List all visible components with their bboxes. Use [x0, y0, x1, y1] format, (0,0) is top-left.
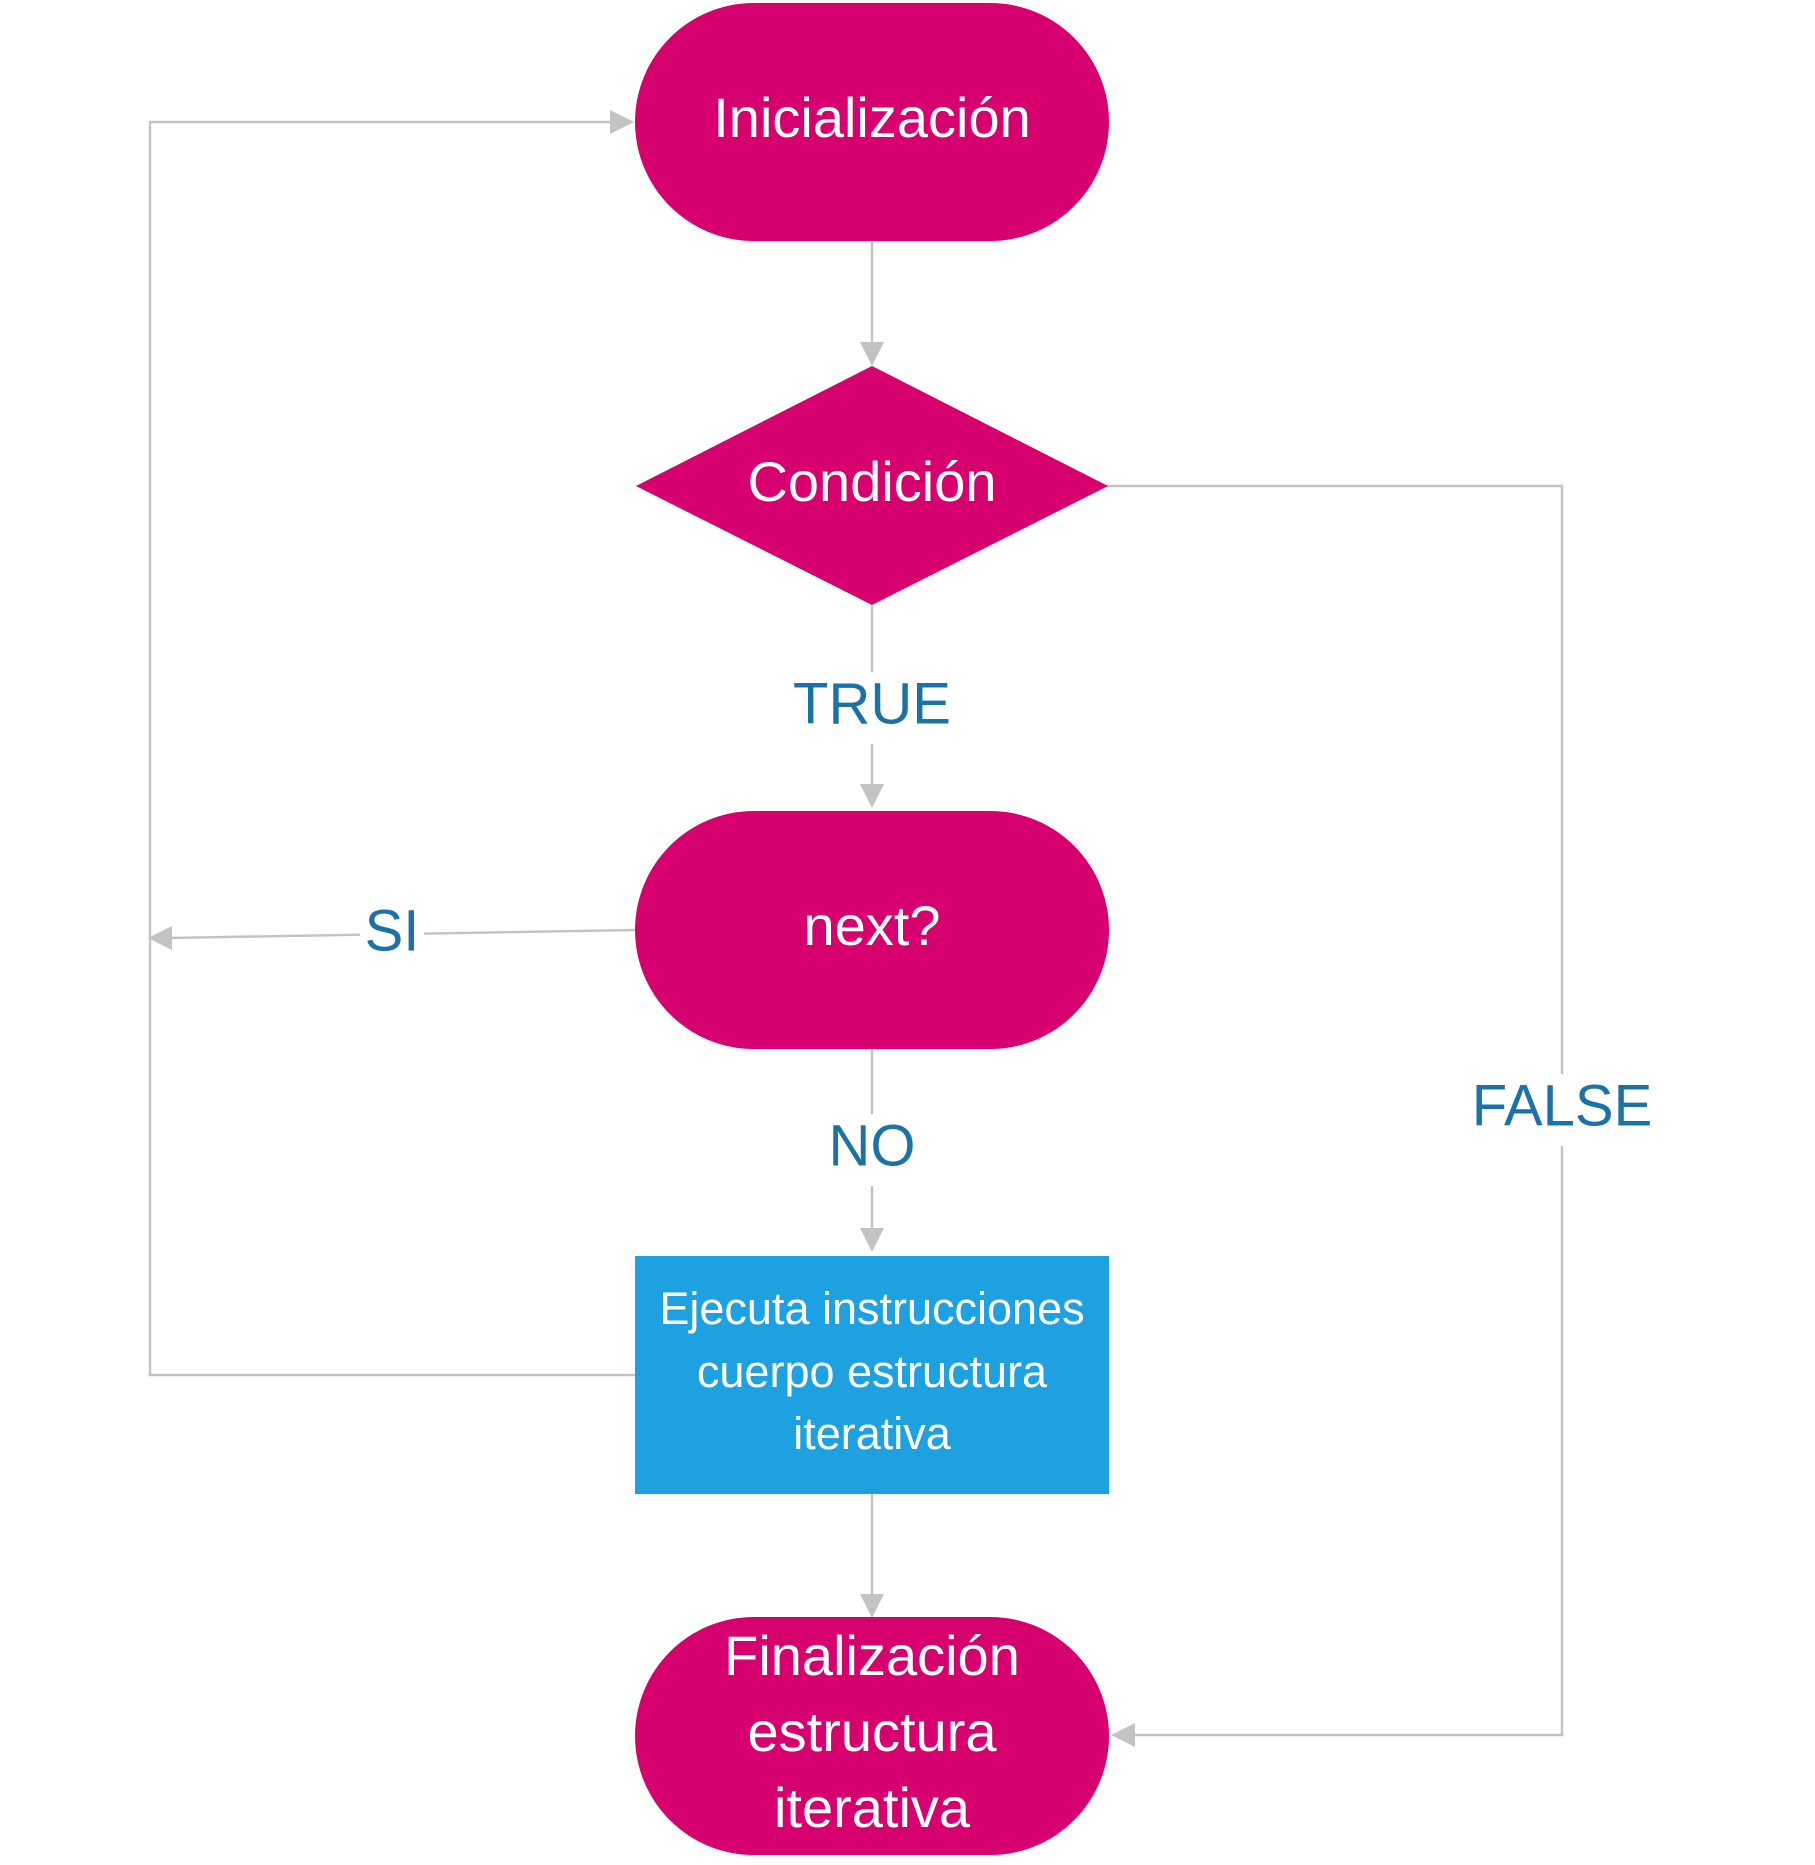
edge-label-false-group: FALSE — [1468, 1073, 1656, 1146]
node-next: next? — [635, 811, 1109, 1049]
node-next-label: next? — [804, 894, 941, 957]
edge-label-si: SI — [365, 898, 420, 963]
node-inicializacion-label: Inicialización — [713, 86, 1031, 149]
edge-label-true: TRUE — [793, 671, 951, 736]
edge-label-no: NO — [829, 1113, 916, 1178]
connector-body-to-end — [860, 1494, 884, 1618]
node-finalizacion: Finalización estructura iterativa — [635, 1617, 1109, 1855]
connector-init-to-condition — [860, 242, 884, 366]
node-ejecuta-line-3: iterativa — [793, 1408, 952, 1459]
node-ejecuta-line-2: cuerpo estructura — [697, 1346, 1048, 1397]
node-inicializacion: Inicialización — [635, 3, 1109, 241]
node-ejecuta: Ejecuta instrucciones cuerpo estructura … — [635, 1256, 1109, 1494]
node-finalizacion-line-3: iterativa — [774, 1776, 971, 1839]
edge-label-no-group: NO — [815, 1113, 929, 1186]
edge-label-si-group: SI — [360, 898, 424, 972]
node-condicion: Condición — [636, 366, 1108, 605]
node-ejecuta-line-1: Ejecuta instrucciones — [659, 1283, 1084, 1334]
node-finalizacion-line-1: Finalización — [724, 1624, 1020, 1687]
edge-label-true-group: TRUE — [790, 671, 954, 744]
edge-label-false: FALSE — [1472, 1073, 1653, 1138]
node-condicion-label: Condición — [747, 450, 996, 513]
node-finalizacion-line-2: estructura — [748, 1700, 998, 1763]
connector-body-loop-back — [148, 110, 635, 1377]
